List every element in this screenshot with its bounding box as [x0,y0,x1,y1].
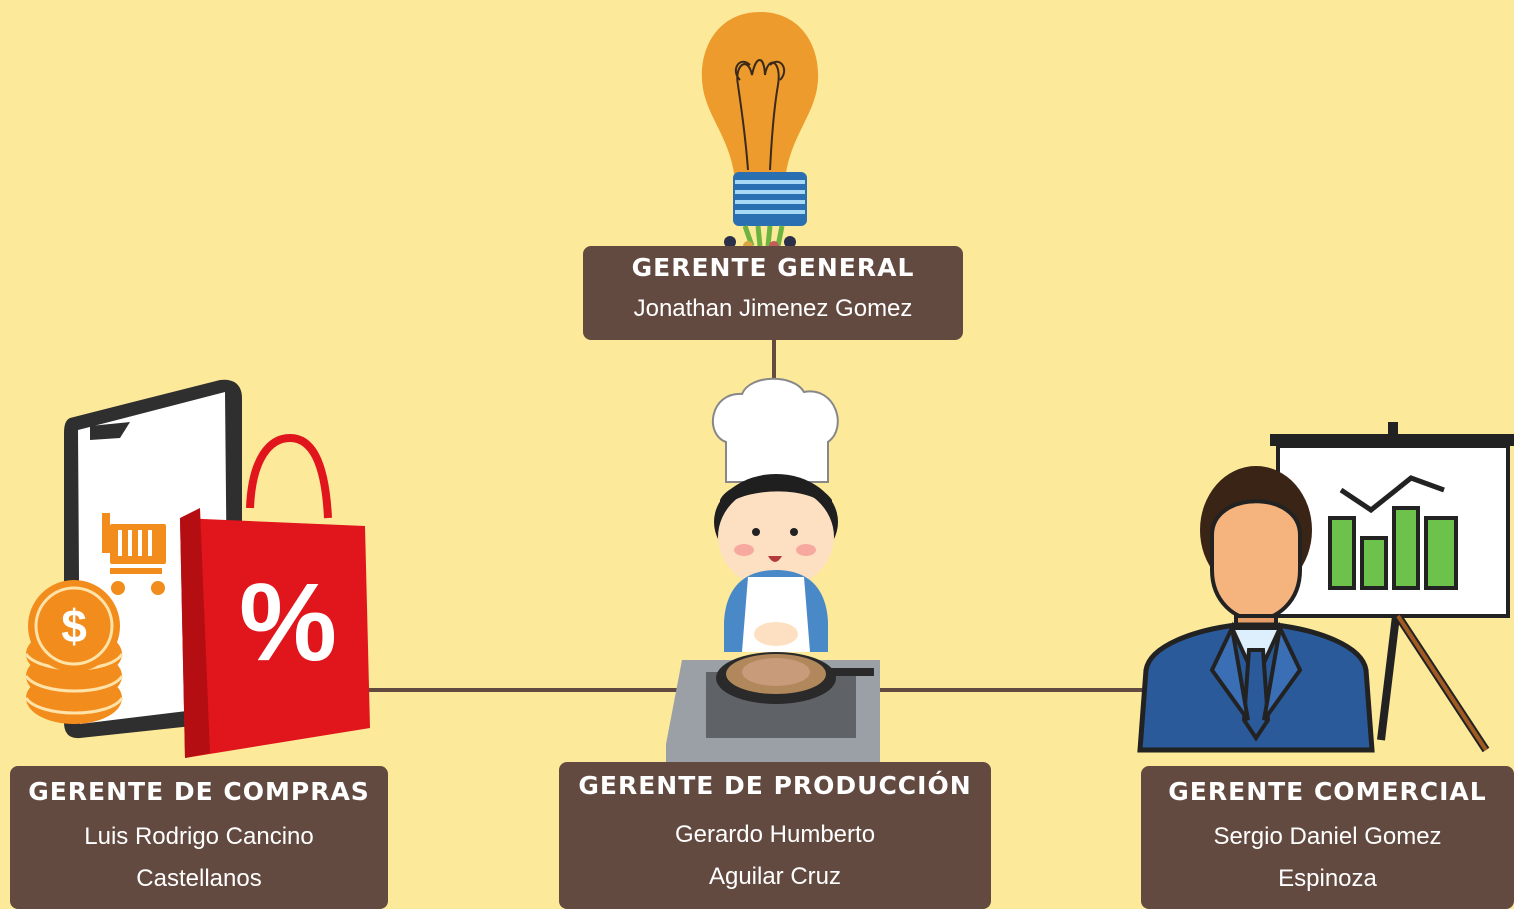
role-title: GERENTE DE PRODUCCIÓN [578,771,972,800]
lightbulb-icon [701,12,819,251]
person-name-line-2: Espinoza [1278,865,1377,892]
role-title: GERENTE GENERAL [631,253,915,282]
person-name-line-2: Aguilar Cruz [708,863,842,890]
businessman-chart-icon [1137,422,1514,753]
chef-icon [666,377,880,764]
person-name-line-1: Luis Rodrigo Cancino [84,823,314,850]
node-gerente-general: GERENTE GENERAL Jonathan Jimenez Gomez [583,246,963,340]
person-name: Jonathan Jimenez Gomez [633,295,913,322]
role-title: GERENTE DE COMPRAS [28,777,370,806]
connector-vertical [772,338,776,398]
dollar-symbol: $ [61,600,87,652]
node-gerente-comercial: GERENTE COMERCIAL Sergio Daniel Gomez Es… [1141,766,1514,909]
percent-symbol: % [239,561,337,684]
person-name-line-1: Gerardo Humberto [674,821,876,848]
role-title: GERENTE COMERCIAL [1168,777,1487,806]
shopping-icon: % $ [24,379,370,758]
node-gerente-compras: GERENTE DE COMPRAS Luis Rodrigo Cancino … [10,766,388,909]
person-name-line-2: Castellanos [136,865,262,892]
node-gerente-produccion: GERENTE DE PRODUCCIÓN Gerardo Humberto A… [559,762,991,909]
person-name-line-1: Sergio Daniel Gomez [1213,823,1442,850]
